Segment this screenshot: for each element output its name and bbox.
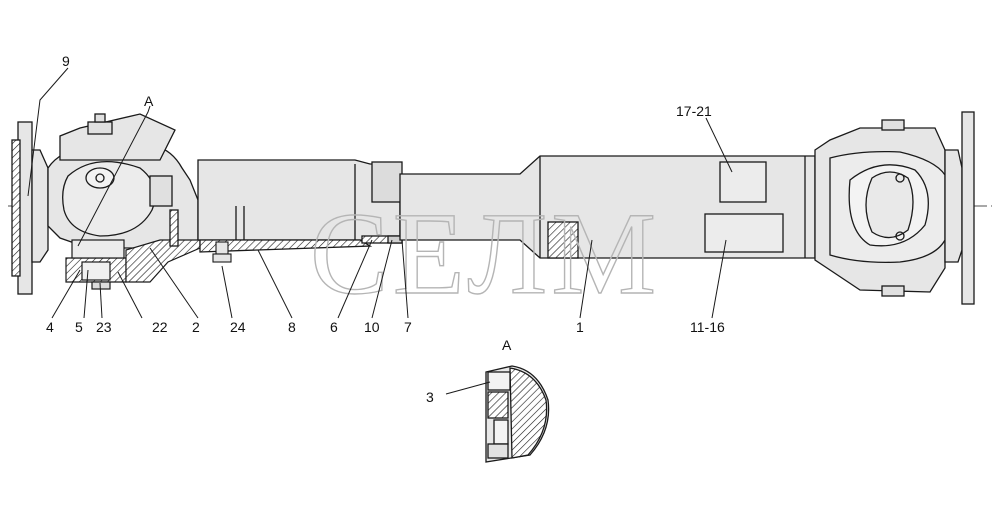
label-5: 5 bbox=[75, 319, 83, 335]
watermark-text: СЕЛМ bbox=[310, 188, 660, 319]
leader-lines bbox=[27, 67, 733, 395]
label-24: 24 bbox=[230, 319, 246, 335]
splined-sleeve bbox=[169, 159, 403, 253]
shaft-tube bbox=[399, 155, 816, 259]
label-9: 9 bbox=[62, 53, 70, 69]
callout-labels: 9 A 17-21 4 5 23 22 2 24 8 6 10 7 1 11-1… bbox=[46, 53, 725, 405]
label-4: 4 bbox=[46, 319, 54, 335]
left-flange bbox=[11, 121, 49, 295]
label-10: 10 bbox=[364, 319, 380, 335]
label-6: 6 bbox=[330, 319, 338, 335]
detail-a-view bbox=[485, 365, 550, 463]
label-23: 23 bbox=[96, 319, 112, 335]
right-flange bbox=[944, 111, 975, 305]
label-8: 8 bbox=[288, 319, 296, 335]
left-bearing-section bbox=[65, 239, 201, 290]
label-a: A bbox=[144, 93, 154, 109]
label-22: 22 bbox=[152, 319, 168, 335]
label-17-21: 17-21 bbox=[676, 103, 712, 119]
label-3: 3 bbox=[426, 389, 434, 405]
label-2: 2 bbox=[192, 319, 200, 335]
label-7: 7 bbox=[404, 319, 412, 335]
left-universal-joint bbox=[47, 113, 199, 249]
bolt-24 bbox=[212, 241, 232, 263]
label-1: 1 bbox=[576, 319, 584, 335]
label-a-detail: A bbox=[502, 337, 512, 353]
label-11-16: 11-16 bbox=[690, 319, 725, 335]
right-universal-joint bbox=[814, 119, 946, 297]
